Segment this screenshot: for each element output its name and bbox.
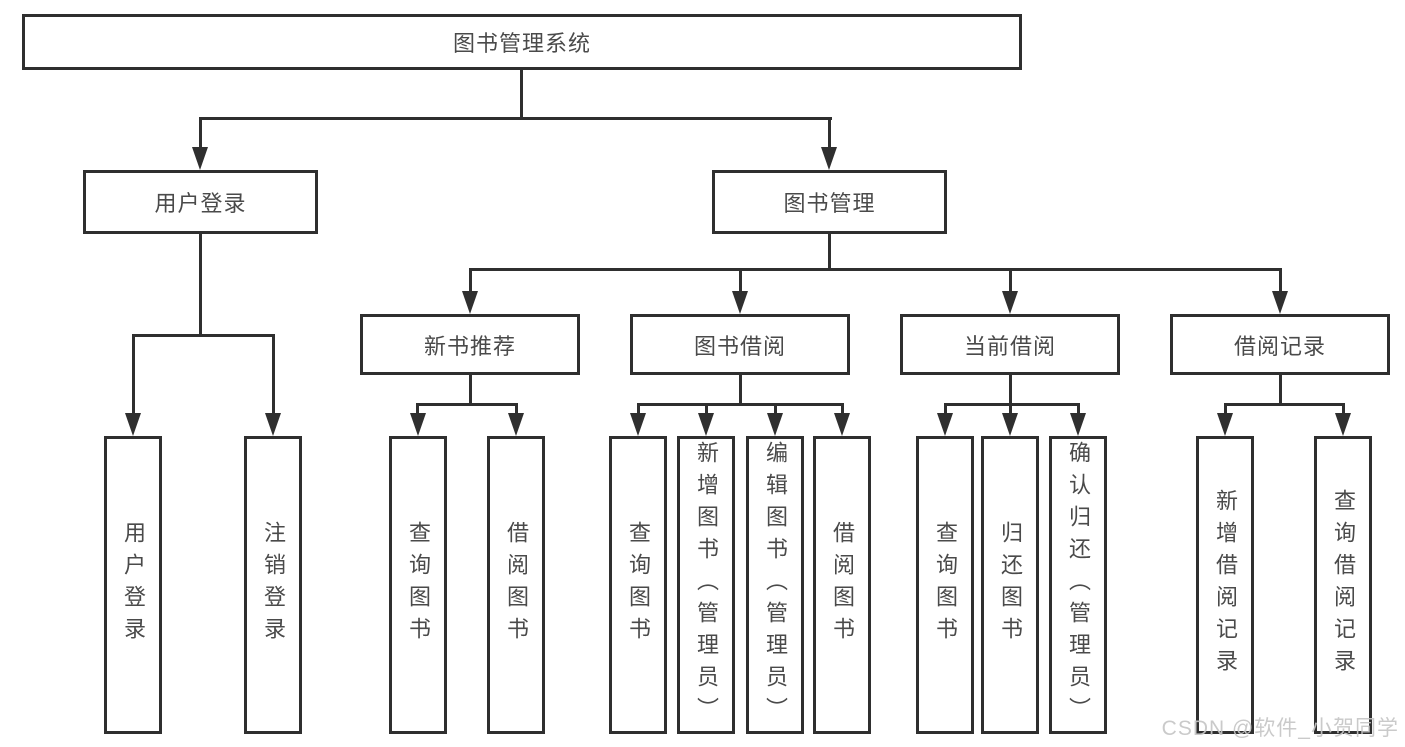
node-book-management-branch: 图书管理 <box>712 170 947 234</box>
connector-line <box>828 234 831 271</box>
arrowhead-down-icon <box>732 291 748 314</box>
node-book-borrowing: 图书借阅 <box>630 314 850 375</box>
connector-line <box>199 117 832 120</box>
node-leaf-edit-books-admin: 编辑图书（管理员） <box>746 436 804 734</box>
connector-line <box>416 403 419 416</box>
connector-line <box>1009 375 1012 406</box>
connector-line <box>739 375 742 406</box>
connector-line <box>841 403 844 416</box>
connector-line <box>1224 403 1345 406</box>
node-user-login-branch: 用户登录 <box>83 170 318 234</box>
node-leaf-user-login: 用户登录 <box>104 436 162 734</box>
connector-line <box>944 403 947 416</box>
arrowhead-down-icon <box>1070 413 1086 436</box>
arrowhead-down-icon <box>937 413 953 436</box>
connector-line <box>637 403 640 416</box>
node-leaf-query-books-recommend: 查询图书 <box>389 436 447 734</box>
arrowhead-down-icon <box>508 413 524 436</box>
connector-line <box>199 234 202 337</box>
connector-line <box>132 334 275 337</box>
node-leaf-add-books-admin: 新增图书（管理员） <box>677 436 735 734</box>
arrowhead-down-icon <box>1002 413 1018 436</box>
connector-line <box>520 70 523 119</box>
arrowhead-down-icon <box>192 147 208 170</box>
node-leaf-borrow-books: 借阅图书 <box>813 436 871 734</box>
connector-line <box>1224 403 1227 416</box>
connector-line <box>469 268 1282 271</box>
connector-line <box>1342 403 1345 416</box>
arrowhead-down-icon <box>462 291 478 314</box>
connector-line <box>132 334 135 414</box>
node-root-library-system: 图书管理系统 <box>22 14 1022 70</box>
connector-line <box>272 334 275 414</box>
connector-line <box>515 403 518 416</box>
arrowhead-down-icon <box>1002 291 1018 314</box>
connector-line <box>1077 403 1080 416</box>
arrowhead-down-icon <box>125 413 141 436</box>
connector-line <box>469 375 472 406</box>
node-leaf-query-borrow-record: 查询借阅记录 <box>1314 436 1372 734</box>
node-leaf-query-books-borrowing: 查询图书 <box>609 436 667 734</box>
connector-line <box>774 403 777 416</box>
connector-line <box>705 403 708 416</box>
node-leaf-query-books-current: 查询图书 <box>916 436 974 734</box>
arrowhead-down-icon <box>821 147 837 170</box>
csdn-watermark: CSDN @软件_小贺同学 <box>1161 717 1399 740</box>
node-current-borrowing: 当前借阅 <box>900 314 1120 375</box>
node-leaf-add-borrow-record: 新增借阅记录 <box>1196 436 1254 734</box>
connector-line <box>944 403 1080 406</box>
node-leaf-return-books: 归还图书 <box>981 436 1039 734</box>
arrowhead-down-icon <box>265 413 281 436</box>
arrowhead-down-icon <box>1272 291 1288 314</box>
node-leaf-confirm-return-admin: 确认归还（管理员） <box>1049 436 1107 734</box>
connector-line <box>1009 268 1012 294</box>
arrowhead-down-icon <box>767 413 783 436</box>
arrowhead-down-icon <box>698 413 714 436</box>
connector-line <box>1279 375 1282 406</box>
node-leaf-borrow-books-recommend: 借阅图书 <box>487 436 545 734</box>
connector-line <box>199 117 202 150</box>
node-new-book-recommendation: 新书推荐 <box>360 314 580 375</box>
node-leaf-logout: 注销登录 <box>244 436 302 734</box>
connector-line <box>637 403 844 406</box>
connector-line <box>739 268 742 294</box>
connector-line <box>1279 268 1282 294</box>
arrowhead-down-icon <box>630 413 646 436</box>
arrowhead-down-icon <box>834 413 850 436</box>
arrowhead-down-icon <box>1217 413 1233 436</box>
node-borrowing-records: 借阅记录 <box>1170 314 1390 375</box>
connector-line <box>469 268 472 294</box>
arrowhead-down-icon <box>1335 413 1351 436</box>
connector-line <box>828 117 831 150</box>
connector-line <box>416 403 518 406</box>
connector-line <box>1009 403 1012 416</box>
arrowhead-down-icon <box>410 413 426 436</box>
